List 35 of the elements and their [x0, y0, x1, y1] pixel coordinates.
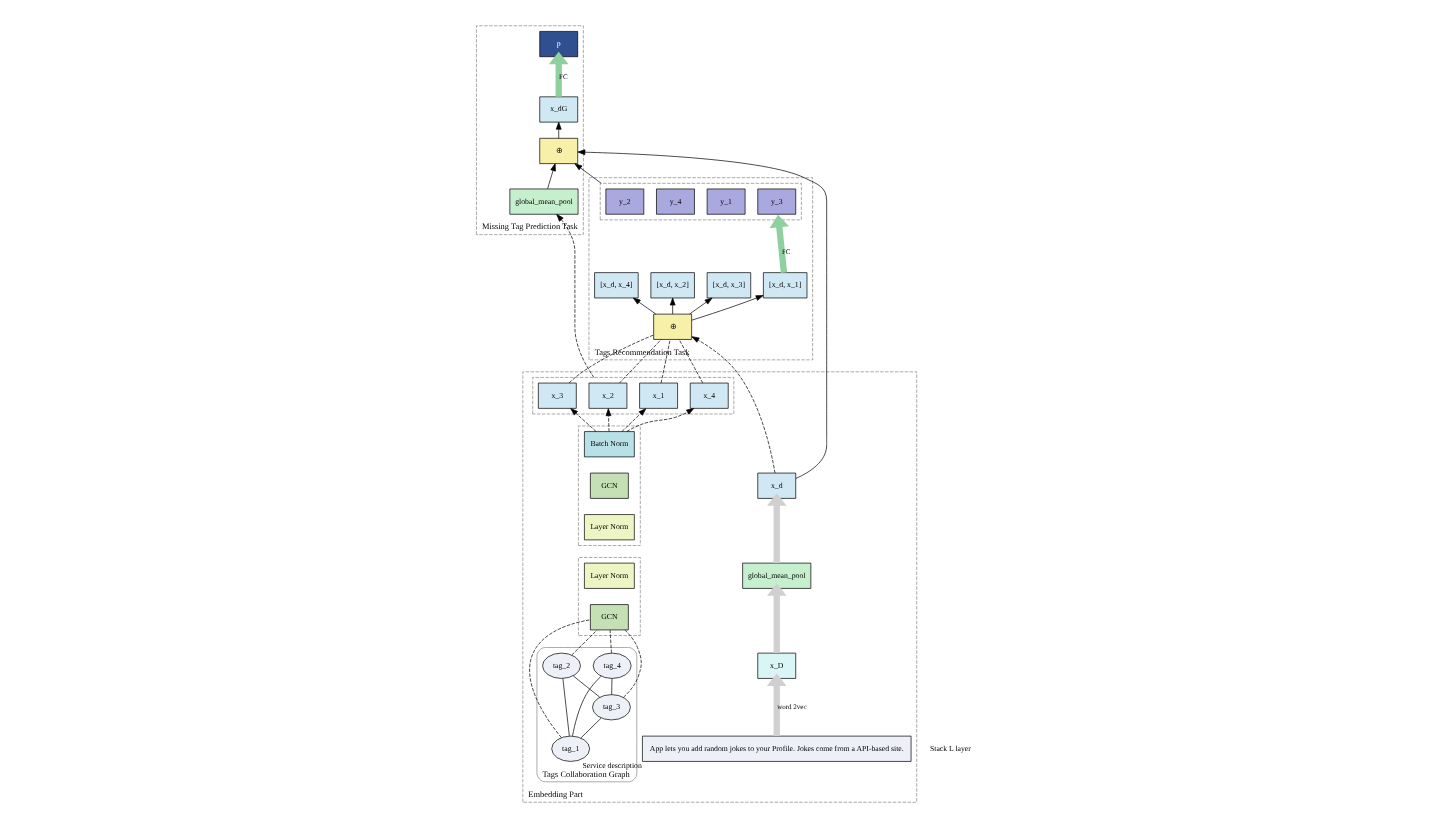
arrow: [555, 213, 594, 378]
connector: [571, 675, 601, 737]
arrow: [546, 163, 555, 190]
arrow: [576, 149, 827, 479]
connector: [528, 619, 590, 738]
connector: [571, 675, 599, 698]
arrow: [765, 583, 786, 653]
arrow: [668, 297, 675, 315]
cluster: [598, 182, 801, 221]
arrow: [688, 297, 712, 315]
connector: [610, 678, 612, 695]
connector: [579, 717, 601, 739]
arrow: [690, 336, 775, 474]
arrow: [765, 493, 786, 563]
arrow: [569, 408, 596, 432]
connector: [659, 339, 670, 384]
connector: [561, 678, 569, 737]
arrow: [547, 51, 568, 97]
arrow: [690, 295, 763, 321]
connector: [608, 629, 611, 654]
arrow: [625, 408, 693, 432]
connector: [567, 334, 653, 384]
arrow: [620, 408, 646, 432]
arrow: [554, 121, 561, 139]
connector: [677, 339, 703, 384]
connector: [570, 629, 597, 656]
arrow: [573, 163, 601, 184]
cluster: [577, 557, 640, 636]
connector: [618, 339, 661, 384]
arrow: [604, 408, 611, 432]
arrow: [631, 297, 656, 315]
arrow: [765, 673, 786, 737]
connector: [622, 629, 641, 698]
arrow: [768, 214, 789, 273]
cluster: [577, 425, 640, 546]
